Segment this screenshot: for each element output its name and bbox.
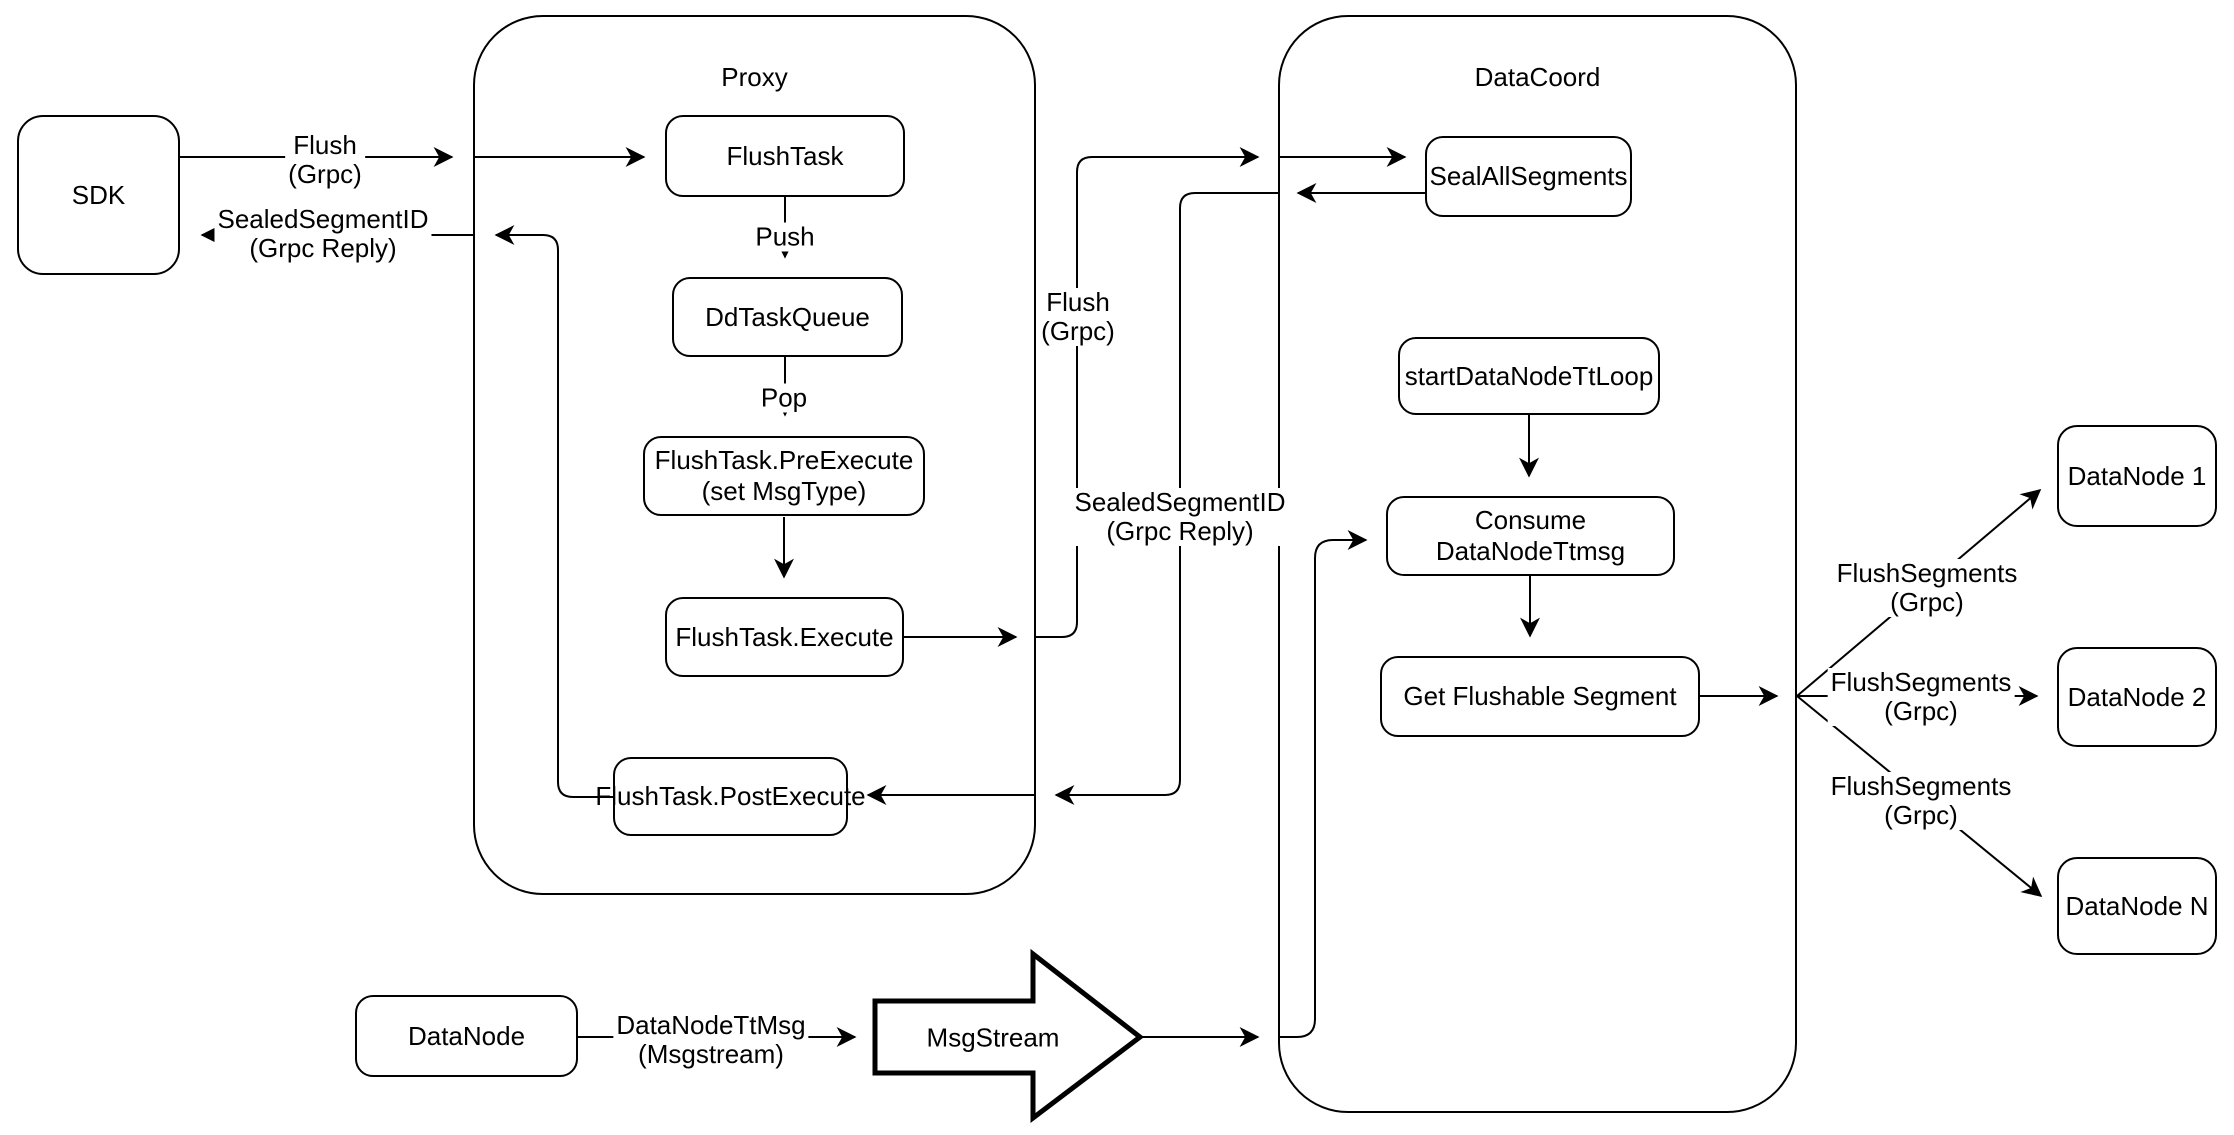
node-sealallsegments-label: SealAllSegments — [1429, 161, 1628, 191]
edge-label-flush-mid: Flush (Grpc) — [1038, 288, 1118, 346]
edge-label-datanodettmsg-line2: (Msgstream) — [638, 1039, 784, 1069]
node-datanoden-label: DataNode N — [2065, 890, 2209, 921]
edge-label-sealed-mid: SealedSegmentID (Grpc Reply) — [1071, 487, 1289, 546]
datacoord-title: DataCoord — [1474, 62, 1601, 92]
edge-label-flushsegments-2: FlushSegments (Grpc) — [1827, 667, 2015, 726]
node-startdatanodettloop: startDataNodeTtLoop — [1398, 337, 1660, 415]
node-postexecute-label: FlushTask.PostExecute — [595, 781, 866, 811]
node-datanode2-label: DataNode 2 — [2067, 681, 2207, 712]
edge-label-flush-mid-line1: Flush — [1046, 287, 1110, 317]
node-preexecute-label: FlushTask.PreExecute (set MsgType) — [655, 445, 914, 507]
node-sdk: SDK — [17, 115, 180, 275]
edge-label-sealed-sdk: SealedSegmentID (Grpc Reply) — [214, 204, 432, 263]
node-preexecute: FlushTask.PreExecute (set MsgType) — [643, 436, 925, 516]
edge-label-pop-line1: Pop — [760, 382, 808, 413]
proxy-container — [473, 15, 1036, 895]
node-ddtaskqueue-label: DdTaskQueue — [705, 301, 870, 332]
node-ddtaskqueue: DdTaskQueue — [672, 277, 903, 357]
node-consumedatanodettmsg: Consume DataNodeTtmsg — [1386, 496, 1675, 576]
edge-label-flushsegments-1-line2: (Grpc) — [1890, 587, 1964, 617]
edge-label-pop: Pop — [757, 382, 811, 413]
node-preexecute-line2: (set MsgType) — [701, 476, 867, 506]
edge-label-sealed-mid-line2: (Grpc Reply) — [1106, 516, 1254, 546]
edge-label-flushsegments-2-line1: FlushSegments — [1830, 667, 2012, 697]
edge-label-flush-mid-line2: (Grpc) — [1041, 316, 1115, 346]
msgstream-shape — [872, 948, 1145, 1124]
edge-label-flush-sdk-line2: (Grpc) — [288, 159, 362, 189]
node-getflushablesegment: Get Flushable Segment — [1380, 656, 1700, 737]
edge-dcborder-to-consume — [1278, 530, 1368, 1038]
node-datanode2: DataNode 2 — [2057, 647, 2217, 747]
node-datanode-label: DataNode — [407, 1020, 526, 1051]
node-datanoden: DataNode N — [2057, 857, 2217, 955]
node-startdatanodettloop-label: startDataNodeTtLoop — [1404, 360, 1654, 391]
node-flushtask: FlushTask — [665, 115, 905, 197]
node-datanode: DataNode — [355, 995, 578, 1077]
edge-label-flushsegments-1: FlushSegments (Grpc) — [1833, 558, 2021, 617]
node-flushtask-label: FlushTask — [726, 140, 844, 171]
edge-label-datanodettmsg: DataNodeTtMsg (Msgstream) — [613, 1010, 809, 1069]
edge-label-flushsegments-3: FlushSegments (Grpc) — [1827, 771, 2015, 830]
proxy-title: Proxy — [721, 62, 788, 92]
edge-label-flushsegments-1-line1: FlushSegments — [1836, 558, 2018, 588]
datacoord-container — [1278, 15, 1797, 1113]
edge-label-datanodettmsg-line1: DataNodeTtMsg — [616, 1010, 806, 1040]
node-execute-label: FlushTask.Execute — [675, 621, 894, 652]
edge-label-flushsegments-3-line2: (Grpc) — [1884, 800, 1958, 830]
edge-postexecute-to-proxy — [494, 225, 613, 798]
edge-label-sealed-mid-line1: SealedSegmentID — [1074, 487, 1286, 517]
node-sdk-label: SDK — [71, 179, 126, 210]
node-datanode1-label: DataNode 1 — [2067, 460, 2207, 491]
edge-label-sealed-sdk-line2: (Grpc Reply) — [249, 233, 397, 263]
node-consumedatanodettmsg-label: Consume DataNodeTtmsg — [1435, 505, 1626, 566]
edge-label-sealed-sdk-line1: SealedSegmentID — [217, 204, 429, 234]
node-execute: FlushTask.Execute — [665, 597, 904, 677]
msgstream-label: MsgStream — [926, 1022, 1060, 1053]
node-datanode1: DataNode 1 — [2057, 425, 2217, 527]
node-sealallsegments: SealAllSegments — [1425, 136, 1632, 217]
edge-label-flushsegments-3-line1: FlushSegments — [1830, 771, 2012, 801]
node-preexecute-line1: FlushTask.PreExecute — [654, 445, 914, 475]
edge-label-flushsegments-2-line2: (Grpc) — [1884, 696, 1958, 726]
edge-label-push: Push — [752, 221, 818, 252]
edge-label-flush-sdk: Flush (Grpc) — [285, 131, 365, 189]
edge-proxyborder-to-dcborder — [1036, 147, 1260, 638]
node-postexecute: FlushTask.PostExecute — [595, 757, 866, 836]
edge-label-flush-sdk-line1: Flush — [293, 130, 357, 160]
edge-label-push-line1: Push — [755, 221, 815, 252]
node-getflushablesegment-label: Get Flushable Segment — [1403, 681, 1677, 711]
